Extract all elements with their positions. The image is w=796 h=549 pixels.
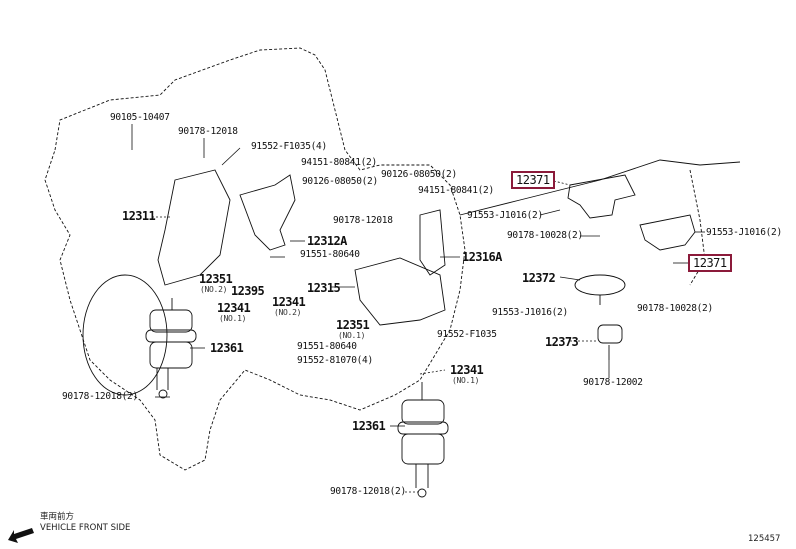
- part-label-12371-top-highlighted[interactable]: 12371: [511, 171, 555, 189]
- part-label-90178-12018-top[interactable]: 90178-12018: [178, 126, 238, 137]
- part-label-90178-10028-a[interactable]: 90178-10028(2): [507, 230, 583, 241]
- part-label-90126-08050-b[interactable]: 90126-08050(2): [381, 169, 457, 180]
- part-label-91551-80640-b[interactable]: 91551-80640: [297, 341, 357, 352]
- part-label-94151-80841-a[interactable]: 94151-80841(2): [301, 157, 377, 168]
- bracket-12311: [157, 169, 231, 286]
- part-label-90105-10407[interactable]: 90105-10407: [110, 112, 170, 123]
- part-label-12371-right-highlighted[interactable]: 12371: [688, 254, 732, 272]
- bracket-12315: [354, 257, 446, 326]
- part-label-90126-08050-a[interactable]: 90126-08050(2): [302, 176, 378, 187]
- part-sub-12341-no1-center: (NO.1): [452, 376, 480, 385]
- part-label-12351-no1[interactable]: 12351: [336, 318, 370, 332]
- engine-outline: [44, 47, 466, 471]
- part-label-12316A[interactable]: 12316A: [462, 250, 502, 264]
- arrow-down-left-icon: [8, 528, 34, 543]
- leader-lines: [131, 124, 705, 493]
- vehicle-front-caption: 車両前方 VEHICLE FRONT SIDE: [40, 512, 130, 534]
- illustration-reference-number: 125457: [748, 534, 781, 544]
- part-label-91551-80640-a[interactable]: 91551-80640: [300, 249, 360, 260]
- part-label-91553-J1016-a[interactable]: 91553-J1016(2): [467, 210, 543, 221]
- part-label-12351-no2[interactable]: 12351: [199, 272, 233, 286]
- rear-mount-12371-top: [567, 174, 636, 219]
- transmission-outline: [459, 159, 741, 216]
- part-label-90178-12018-left[interactable]: 90178-12018(2): [62, 391, 138, 402]
- part-label-90178-10028-b[interactable]: 90178-10028(2): [637, 303, 713, 314]
- transmission-side: [689, 169, 706, 286]
- part-label-12315[interactable]: 12315: [307, 281, 341, 295]
- part-label-12361-left[interactable]: 12361: [210, 341, 244, 355]
- part-label-90178-12018-bottom[interactable]: 90178-12018(2): [330, 486, 406, 497]
- part-label-91553-J1016-c[interactable]: 91553-J1016(2): [492, 307, 568, 318]
- part-label-91552-F1035-4[interactable]: 91552-F1035(4): [251, 141, 327, 152]
- part-label-12312A[interactable]: 12312A: [307, 234, 347, 248]
- part-12373-shape: [597, 324, 623, 360]
- left-mount-shape: [145, 298, 197, 399]
- part-label-91552-F1035[interactable]: 91552-F1035: [437, 329, 497, 340]
- part-label-12361-center[interactable]: 12361: [352, 419, 386, 433]
- vehicle-front-en: VEHICLE FRONT SIDE: [40, 523, 131, 533]
- part-label-12341-no2[interactable]: 12341: [272, 295, 306, 309]
- part-label-12341-no1-center[interactable]: 12341: [450, 363, 484, 377]
- bracket-12316A: [419, 209, 446, 276]
- vehicle-front-jp: 車両前方: [40, 512, 75, 522]
- part-sub-12351-no1: (NO.1): [338, 331, 366, 340]
- part-label-91552-81070[interactable]: 91552-81070(4): [297, 355, 373, 366]
- part-label-12372[interactable]: 12372: [522, 271, 556, 285]
- rear-mount-12371-right: [639, 214, 696, 251]
- part-sub-12341-no1-left: (NO.1): [219, 314, 247, 323]
- part-sub-12341-no2: (NO.2): [274, 308, 302, 317]
- flywheel-outline: [82, 274, 168, 396]
- part-12372-shape: [574, 274, 626, 296]
- part-label-91553-J1016-b[interactable]: 91553-J1016(2): [706, 227, 782, 238]
- part-label-12395[interactable]: 12395: [231, 284, 265, 298]
- part-label-12373[interactable]: 12373: [545, 335, 579, 349]
- bracket-12312A: [239, 174, 296, 251]
- part-label-94151-80841-b[interactable]: 94151-80841(2): [418, 185, 494, 196]
- part-label-12311[interactable]: 12311: [122, 209, 156, 223]
- part-sub-12351-no2: (NO.2): [200, 285, 228, 294]
- part-label-90178-12002[interactable]: 90178-12002: [583, 377, 643, 388]
- part-label-90178-12018-mid[interactable]: 90178-12018: [333, 215, 393, 226]
- part-label-12341-no1-left[interactable]: 12341: [217, 301, 251, 315]
- center-mount-shape: [397, 382, 449, 498]
